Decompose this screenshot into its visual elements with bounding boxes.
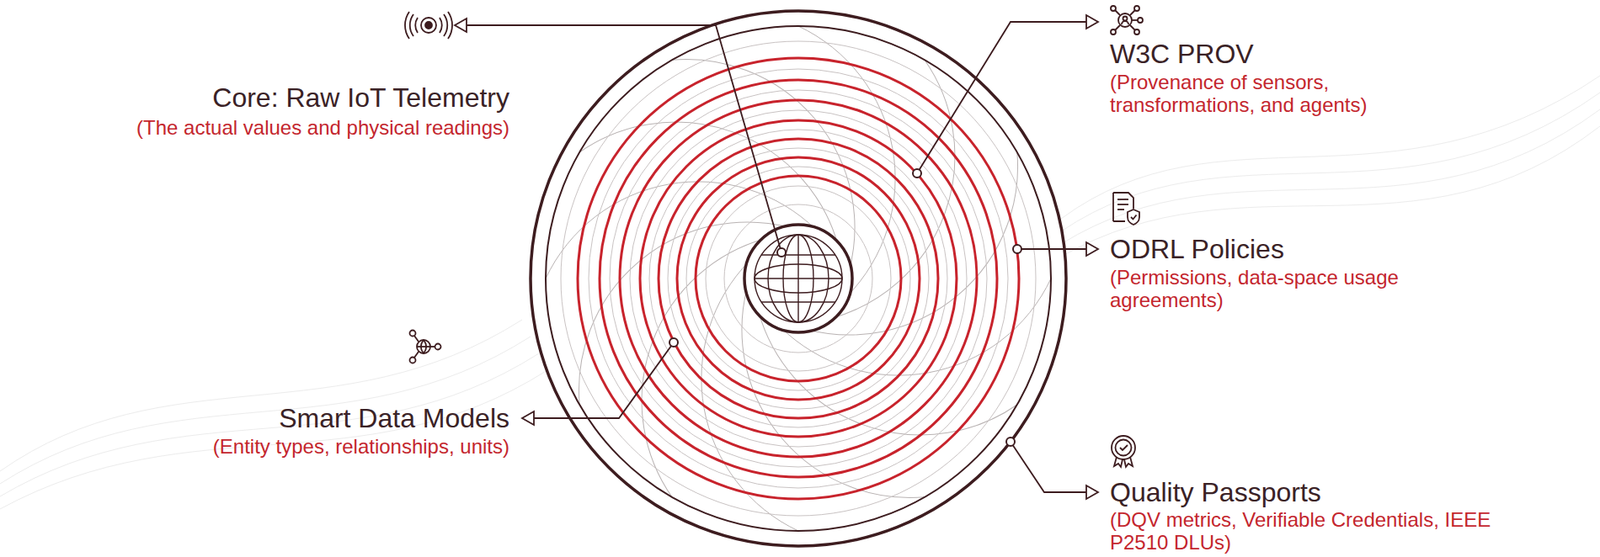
callout-title: ODRL Policies — [1109, 234, 1285, 266]
callout-title: Core: Raw IoT Telemetry — [212, 82, 510, 114]
leader-lines — [466, 21, 1087, 493]
globe — [754, 234, 843, 323]
callout-description: (Provenance of sensors, transformations,… — [1109, 70, 1422, 117]
thin-rings — [560, 41, 1036, 517]
concentric-rings — [530, 10, 1067, 547]
callout-description: (Permissions, data-space usage agreement… — [1109, 266, 1464, 312]
quality-badge-icon — [1111, 436, 1136, 468]
core-ring — [744, 224, 853, 333]
callout-title: Smart Data Models — [278, 403, 510, 435]
leader-arrowheads — [454, 15, 1099, 500]
signal-icon — [405, 11, 453, 39]
callout-description: (Entity types, relationships, units) — [213, 435, 510, 459]
outer-ring — [545, 26, 1051, 532]
data-model-icon — [410, 330, 442, 364]
callout-description: (The actual values and physical readings… — [136, 116, 510, 139]
callout-title: W3C PROV — [1109, 38, 1254, 70]
red-rings — [577, 58, 1019, 500]
callout-description: (DQV metrics, Verifiable Credentials, IE… — [1109, 508, 1523, 555]
swirl-lines — [531, 11, 1067, 547]
leader-dots — [669, 169, 1022, 447]
outer-ring — [530, 10, 1067, 547]
network-icon — [1110, 5, 1143, 35]
policy-document-icon — [1113, 192, 1140, 225]
callout-title: Quality Passports — [1109, 477, 1322, 509]
